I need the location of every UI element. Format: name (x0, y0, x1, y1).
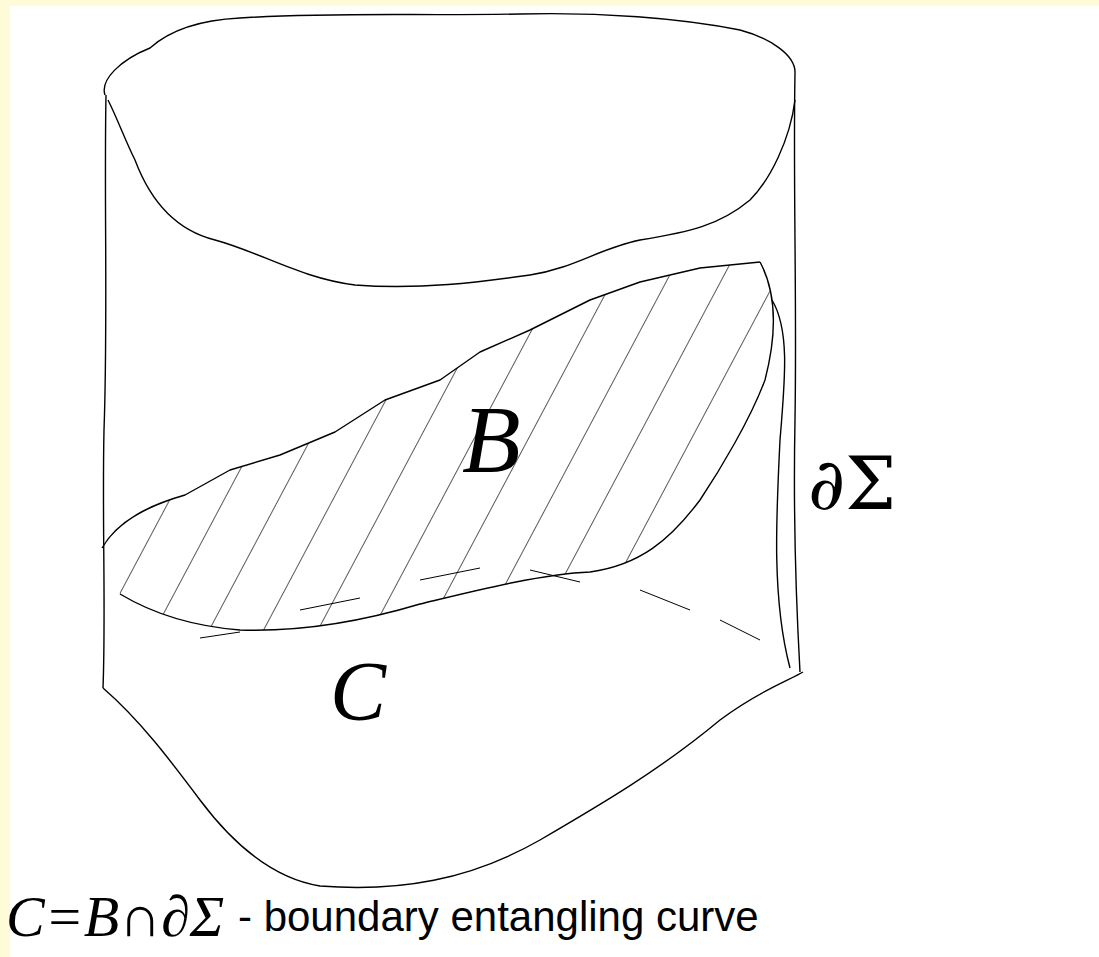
surface-crease (772, 300, 790, 668)
hatched-region (90, 250, 790, 650)
caption-note: - boundary entangling curve (238, 896, 759, 938)
cylinder-right-side (794, 72, 800, 672)
formula-label: C=B∩∂Σ (6, 888, 224, 946)
region-outline (102, 262, 760, 548)
cylinder-cap-edge (108, 100, 795, 287)
cylinder-bottom (103, 672, 803, 887)
hidden-lines (200, 568, 760, 640)
curve-label: C (330, 650, 386, 734)
surface-label: ∂Σ (808, 448, 896, 520)
cylinder-left-side (103, 95, 106, 688)
cylinder-top-rim (104, 14, 795, 95)
region-label: B (462, 392, 521, 488)
